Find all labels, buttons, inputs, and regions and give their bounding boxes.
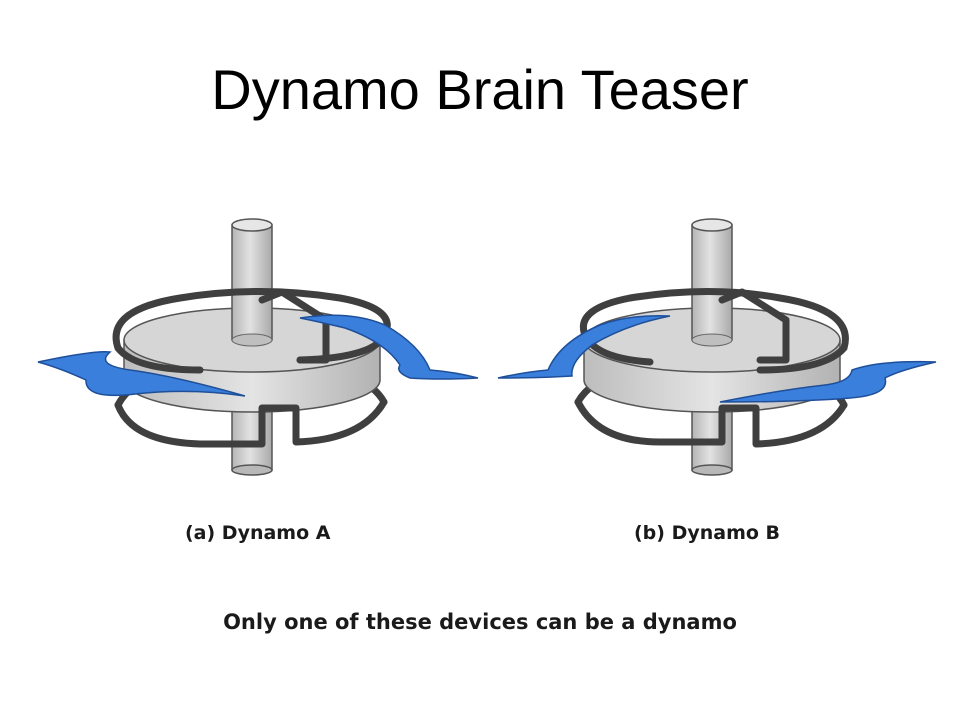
caption-dynamo-b: (b) Dynamo B bbox=[634, 522, 781, 544]
caption-dynamo-a: (a) Dynamo A bbox=[185, 522, 331, 544]
brush-top bbox=[718, 288, 790, 364]
rotation-arrow-right bbox=[299, 314, 479, 380]
dynamo-b-illustration bbox=[497, 218, 937, 476]
coil-top-front bbox=[114, 344, 204, 374]
shaft-lower bbox=[231, 409, 273, 471]
slide-title: Dynamo Brain Teaser bbox=[211, 58, 749, 121]
coil-top-loop bbox=[579, 288, 849, 374]
coil-lower-front bbox=[574, 398, 848, 448]
coil-lower-front bbox=[114, 398, 388, 448]
dynamo-a-illustration bbox=[37, 218, 479, 476]
shaft-upper bbox=[231, 224, 273, 341]
rotation-arrow-right bbox=[719, 360, 937, 403]
dynamo-b-diagram bbox=[480, 180, 960, 500]
footer-note: Only one of these devices can be a dynam… bbox=[223, 610, 737, 634]
coil-top-loop bbox=[112, 288, 391, 364]
dynamo-a-diagram bbox=[0, 180, 480, 500]
rotation-arrow-left bbox=[37, 350, 246, 397]
shaft-upper bbox=[691, 224, 733, 341]
rotation-arrow-left bbox=[497, 314, 671, 379]
